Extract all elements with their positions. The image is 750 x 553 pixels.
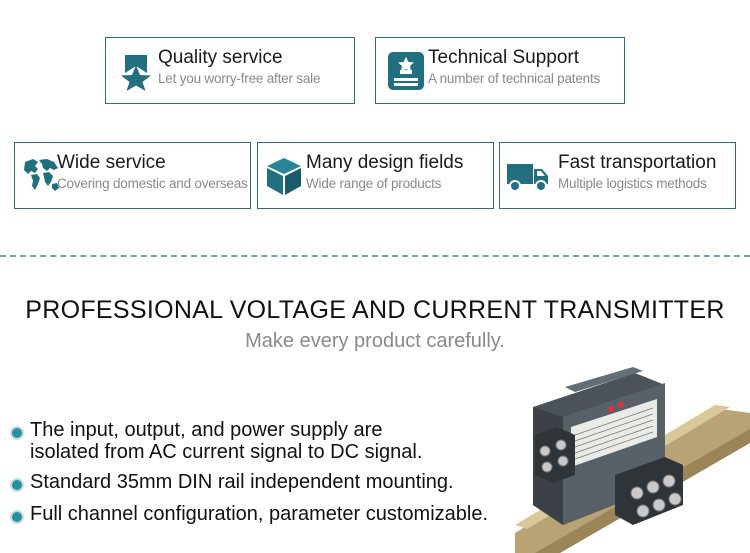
feature-subtitle: Multiple logistics methods [558, 176, 707, 191]
feature-card-fast-transportation: Fast transportation Multiple logistics m… [499, 142, 736, 209]
bullet-dot-icon [10, 478, 24, 492]
feature-title: Fast transportation [558, 152, 717, 173]
feature-card-wide-service: Wide service Covering domestic and overs… [14, 142, 251, 209]
transmitter-product-image [515, 367, 750, 553]
feature-title: Technical Support [428, 47, 580, 68]
feature-subtitle: A number of technical patents [428, 71, 601, 86]
cube-icon [267, 157, 301, 195]
feature-subtitle: Covering domestic and overseas [57, 176, 248, 191]
bullet-item: Standard 35mm DIN rail independent mount… [10, 471, 492, 494]
page-title: PROFESSIONAL VOLTAGE AND CURRENT TRANSMI… [25, 296, 725, 324]
bullet-item: Full channel configuration, parameter cu… [10, 503, 512, 526]
feature-title: Wide service [57, 152, 166, 173]
feature-subtitle: Wide range of products [306, 176, 442, 191]
bullet-item: The input, output, and power supply are … [10, 419, 492, 465]
feature-title: Quality service [158, 47, 283, 68]
bullet-text-continued: isolated from AC current signal to DC si… [30, 441, 423, 463]
bullet-dot-icon [10, 426, 24, 440]
bullet-text: Full channel configuration, parameter cu… [30, 503, 489, 525]
feature-subtitle: Let you worry-free after sale [158, 71, 321, 86]
section-divider [0, 255, 750, 257]
truck-icon [507, 163, 548, 192]
ribbon-star-icon [121, 54, 151, 91]
bullet-text: The input, output, and power supply are [30, 419, 383, 441]
bullet-dot-icon [10, 510, 24, 524]
feature-title: Many design fields [306, 152, 464, 173]
feature-card-many-design-fields: Many design fields Wide range of product… [257, 142, 494, 209]
page-subtitle: Make every product carefully. [245, 330, 505, 352]
patent-certificate-icon [388, 51, 424, 90]
bullet-text: Standard 35mm DIN rail independent mount… [30, 471, 454, 493]
feature-card-quality-service: Quality service Let you worry-free after… [105, 37, 355, 104]
globe-icon [24, 158, 59, 191]
feature-card-technical-support: Technical Support A number of technical … [375, 37, 625, 104]
